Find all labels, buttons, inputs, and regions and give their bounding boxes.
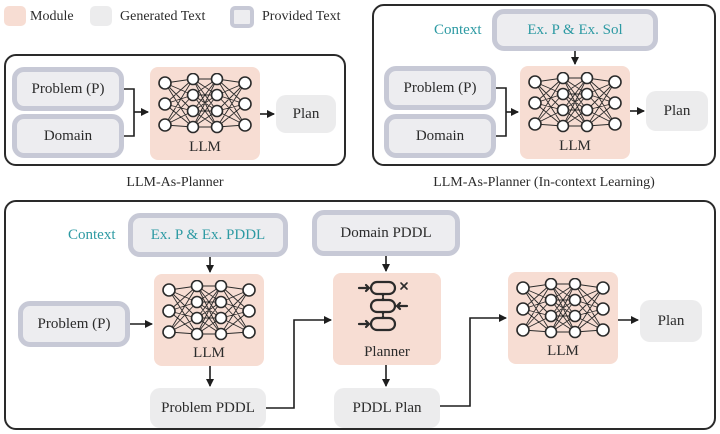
plan-box: Plan: [640, 300, 702, 342]
pddl-plan-box: PDDL Plan: [334, 388, 440, 428]
plan-box: Plan: [646, 91, 708, 131]
legend-provided-swatch: [230, 6, 254, 28]
panel-llm-as-planner-icl: [372, 4, 716, 166]
llm-module: LLM: [150, 67, 260, 160]
llm-module-2: LLM: [508, 272, 618, 364]
problem-box: Problem (P): [12, 67, 124, 111]
domain-box: Domain: [12, 114, 124, 158]
panel-llm-as-planner: [4, 54, 346, 166]
context-label: Context: [434, 22, 482, 38]
llm-label: LLM: [559, 138, 591, 154]
llm-label: LLM: [547, 343, 579, 359]
domain-pddl-box: Domain PDDL: [312, 210, 460, 256]
legend-module-label: Module: [30, 9, 74, 24]
context-box: Ex. P & Ex. PDDL: [128, 213, 288, 257]
context-box: Ex. P & Ex. Sol: [492, 9, 658, 51]
caption-llm-as-planner: LLM-As-Planner: [126, 175, 224, 190]
context-label: Context: [68, 227, 116, 243]
planner-icon: [357, 280, 409, 332]
problem-box: Problem (P): [384, 66, 496, 110]
legend-generated-swatch: [90, 6, 112, 26]
planner-label: Planner: [364, 344, 410, 360]
plan-box: Plan: [276, 95, 336, 133]
planner-module: Planner: [333, 273, 441, 365]
llm-label: LLM: [189, 139, 221, 155]
panel-llm-plus-planner: [4, 200, 716, 430]
caption-llm-as-planner-icl: LLM-As-Planner (In-context Learning): [433, 175, 655, 190]
problem-pddl-box: Problem PDDL: [150, 388, 266, 428]
llm-module: LLM: [520, 66, 630, 159]
llm-label: LLM: [193, 345, 225, 361]
legend-generated-label: Generated Text: [120, 9, 206, 24]
problem-box: Problem (P): [18, 301, 130, 347]
legend-provided-label: Provided Text: [262, 9, 341, 24]
domain-box: Domain: [384, 114, 496, 158]
legend-module-swatch: [4, 6, 26, 26]
llm-module-1: LLM: [154, 274, 264, 366]
